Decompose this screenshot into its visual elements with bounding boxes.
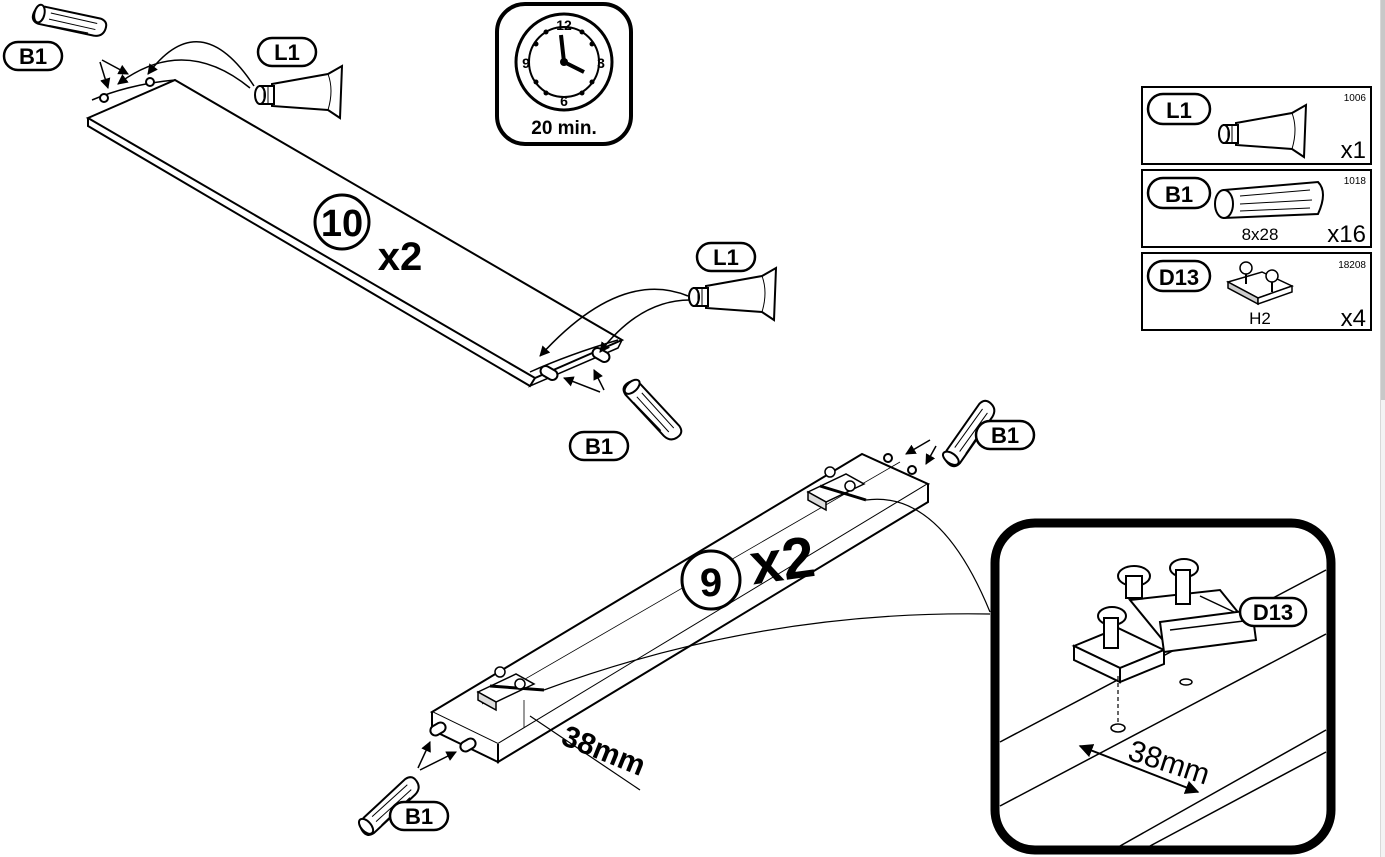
parts-list: L1 1006 x1 B1 1018 8x28 x16 D13 xyxy=(1141,86,1372,332)
part-code: B1 xyxy=(1165,182,1193,207)
panel-count: x2 xyxy=(746,524,819,597)
scrollbar-thumb[interactable] xyxy=(1381,0,1385,400)
svg-text:D13: D13 xyxy=(1253,600,1293,625)
dowel-icon xyxy=(1214,180,1324,220)
callout-d13-detail: D13 xyxy=(1238,596,1308,628)
callout-b1-top-left: B1 xyxy=(2,40,64,72)
part-row-b1: B1 1018 8x28 x16 xyxy=(1141,169,1372,248)
panel-number: 10 xyxy=(321,203,363,245)
dowel-icon xyxy=(618,367,685,451)
svg-text:L1: L1 xyxy=(713,245,739,270)
panel-count: x2 xyxy=(378,235,423,279)
connector-fitting-icon xyxy=(1071,558,1258,686)
scrollbar[interactable] xyxy=(1380,0,1385,857)
part-code: L1 xyxy=(1166,98,1192,123)
glue-tube-icon xyxy=(688,267,777,321)
clock-6: 6 xyxy=(560,93,568,109)
timer-duration: 20 min. xyxy=(531,118,596,139)
part-qty: x16 xyxy=(1327,221,1366,248)
connector-fitting-icon xyxy=(476,666,545,712)
part-qty: x4 xyxy=(1341,305,1366,332)
callout-b1-mid: B1 xyxy=(568,430,630,462)
part-row-l1: L1 1006 x1 xyxy=(1141,86,1372,165)
timer-badge: 12 3 6 9 20 min. xyxy=(495,2,633,146)
clock-9: 9 xyxy=(522,55,530,71)
callout-b1-bottom: B1 xyxy=(388,800,450,832)
connector-fitting-icon xyxy=(806,466,867,512)
connector-fitting-icon xyxy=(1226,261,1294,306)
part-ref: 18208 xyxy=(1338,260,1366,271)
svg-text:B1: B1 xyxy=(19,44,47,69)
part-ref: 1006 xyxy=(1344,93,1367,104)
part-row-d13: D13 18208 H2 x4 xyxy=(1141,252,1372,332)
detail-view: 38mm D13 xyxy=(990,518,1336,855)
svg-text:B1: B1 xyxy=(405,804,433,829)
svg-text:B1: B1 xyxy=(991,423,1019,448)
part-size: H2 xyxy=(1249,309,1271,328)
part-size: 8x28 xyxy=(1242,225,1279,244)
panel-9: 9 x2 xyxy=(429,452,931,764)
part-code: D13 xyxy=(1159,265,1199,290)
dimension-38mm: 38mm xyxy=(557,720,650,783)
svg-text:L1: L1 xyxy=(274,40,300,65)
svg-text:B1: B1 xyxy=(585,434,613,459)
clock-3: 3 xyxy=(597,55,605,71)
callout-l1-top: L1 xyxy=(256,36,318,68)
callout-l1-mid: L1 xyxy=(695,241,757,273)
dowel-pin-icon xyxy=(539,347,611,381)
glue-tube-icon xyxy=(254,65,343,119)
clock-12: 12 xyxy=(556,17,572,33)
panel-number: 9 xyxy=(700,561,722,605)
part-ref: 1018 xyxy=(1344,176,1367,187)
part-qty: x1 xyxy=(1341,137,1366,164)
panel-10: 10 x2 xyxy=(85,77,625,388)
callout-b1-right: B1 xyxy=(974,419,1036,451)
